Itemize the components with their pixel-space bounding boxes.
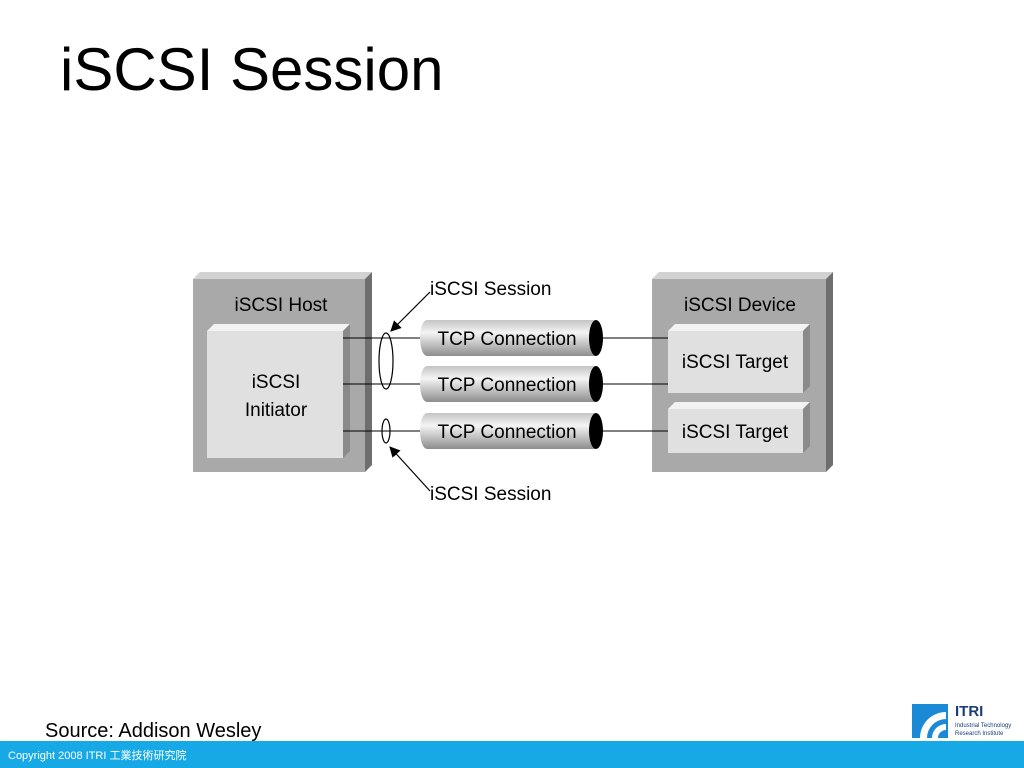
copyright-text: Copyright 2008 ITRI 工業技術研究院 [8,750,187,762]
session-label-bottom: iSCSI Session [430,484,551,505]
footer-bar: Copyright 2008 ITRI 工業技術研究院 [0,741,1024,768]
itri-logo-subtitle-line2: Research Institute [955,731,1004,737]
iscsi-initiator-label-line1: iSCSI [252,372,301,393]
iscsi-target-label-1: iSCSI Target [682,352,789,373]
tcp-connection-pipe-2: TCP Connection [420,366,603,402]
iscsi-target-box-1: iSCSI Target [668,324,810,393]
slide-title: iSCSI Session [60,36,444,103]
itri-logo: ITRI Industrial Technology Research Inst… [912,704,1022,740]
tcp-connection-pipe-3: TCP Connection [420,413,603,449]
iscsi-initiator-box: iSCSI Initiator [207,324,350,458]
session-ring-small [381,418,391,444]
iscsi-device-box: iSCSI Device iSCSI Target iSCSI Target [652,272,833,472]
iscsi-initiator-label-line2: Initiator [245,400,308,421]
tcp-connection-label-2: TCP Connection [437,375,576,396]
iscsi-device-title: iSCSI Device [684,295,796,316]
itri-logo-subtitle: Industrial Technology Research Institute [955,722,1024,738]
iscsi-host-title: iSCSI Host [235,295,329,316]
tcp-connection-label-1: TCP Connection [437,329,576,350]
iscsi-target-box-2: iSCSI Target [668,402,810,453]
session-arrow-bottom [389,446,431,492]
iscsi-session-diagram: iSCSI Host iSCSI Initiator iSCSI Device … [193,272,833,505]
tcp-connection-pipe-1: TCP Connection [420,320,603,356]
itri-logo-mark [912,704,948,738]
session-label-top: iSCSI Session [430,279,551,300]
session-ring-large [378,332,394,390]
source-credit: Source: Addison Wesley [45,720,262,742]
iscsi-target-label-2: iSCSI Target [682,422,789,443]
itri-logo-subtitle-line1: Industrial Technology [955,723,1012,729]
iscsi-host-box: iSCSI Host iSCSI Initiator [193,272,372,472]
itri-logo-name: ITRI [955,703,984,720]
tcp-connection-label-3: TCP Connection [437,422,576,443]
session-arrow-top [390,291,431,332]
